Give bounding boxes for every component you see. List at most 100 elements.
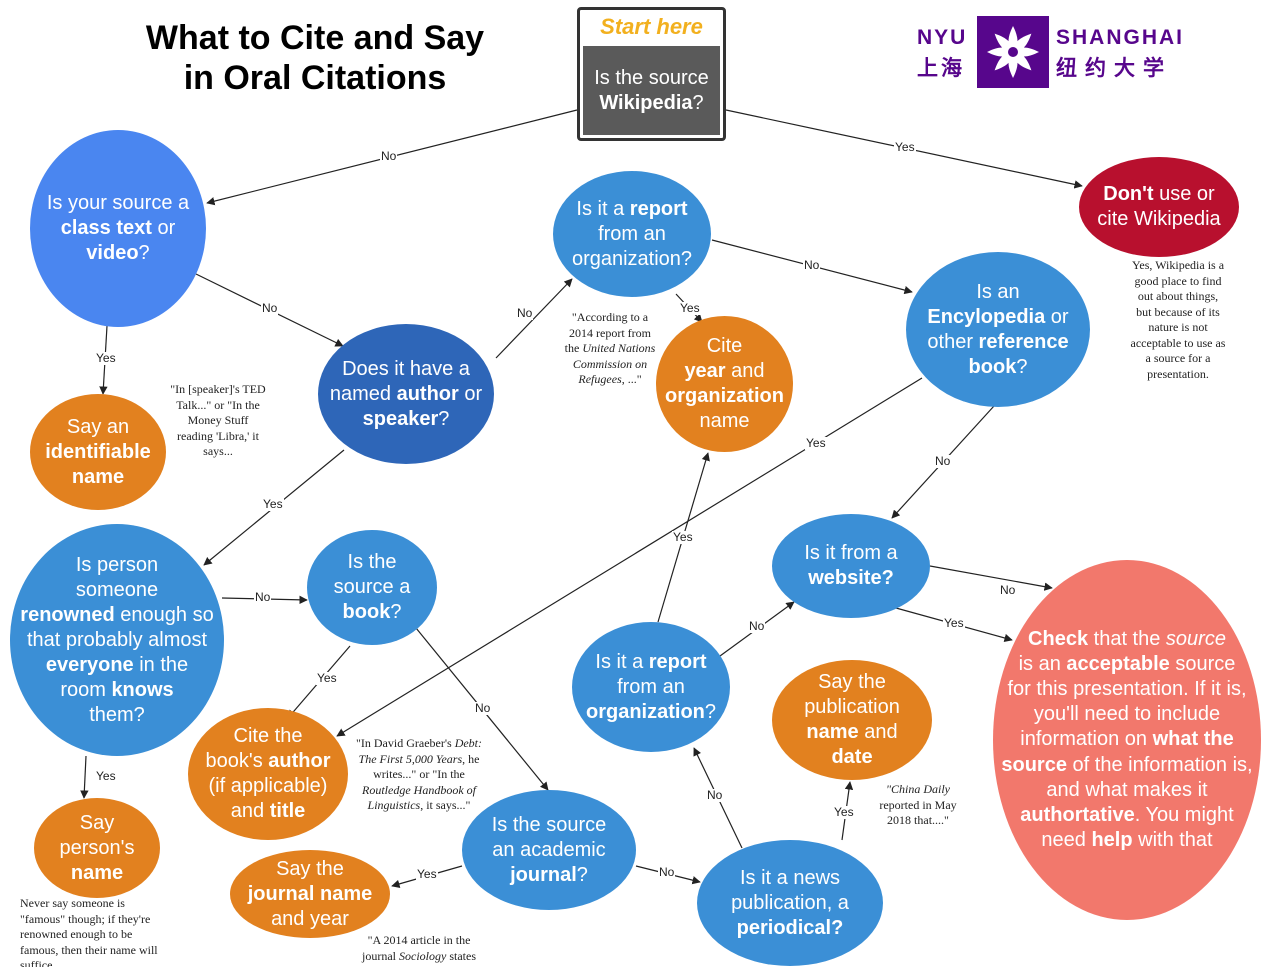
edge-label-no: No [254,590,272,604]
note-line: good place to find [1134,273,1222,288]
node-text: Say the [818,671,886,693]
note-line: says... [203,444,233,458]
note-china-daily: "China Daily reported in May 2018 that..… [866,782,970,829]
node-text: ? [138,242,150,264]
node-text: that the [1088,627,1166,650]
note-line: "According to a [571,310,649,324]
note-line: Yes, Wikipedia is a [1131,258,1225,272]
node-text: source [1169,652,1236,675]
node-text: Is an [976,280,1020,303]
edge-label-yes: Yes [894,140,916,154]
start-qmark: ? [692,91,704,114]
node-text-bold: reference [978,330,1069,353]
node-text: Say [79,811,115,834]
edge-label-no: No [380,149,398,163]
edge-label-yes: Yes [679,301,701,315]
edge-label-no: No [658,865,676,879]
node-text: Say an [66,415,130,438]
node-text: Cite the [233,725,303,747]
edge-label-yes: Yes [316,671,338,685]
note-line: writes..." or "In the [373,767,465,781]
node-text: you'll need to include [1033,703,1221,726]
note-line: states [446,948,476,963]
edge-label-yes: Yes [416,867,438,881]
node-text: is an [1018,652,1067,675]
node-text-bold: Don't [1103,183,1154,205]
connector-arrow [80,755,89,799]
node-text: Is it a [595,650,649,673]
note-line-italic: Routledge Handbook of [362,782,476,797]
node-text: and [858,721,898,743]
node-text-bold: journal name [247,882,373,905]
node-text: organization? [571,247,693,270]
note-line: 2014 report from [569,325,651,340]
node-text: from an [617,675,685,698]
note-line: 2018 that...." [887,813,949,827]
note-united-nations: "According to a 2014 report from the Uni… [552,310,668,388]
node-text: information on [1020,728,1153,751]
node-text: need [1041,829,1092,852]
node-text: and year [271,907,349,930]
note-line-italic: United Nations [582,341,656,355]
edge-label-yes: Yes [95,351,117,365]
note-line: renowned enough to be [20,927,133,941]
nyu-torch-flower-icon [977,16,1049,88]
node-text-bold: source [1001,753,1067,776]
node-text: publication [804,696,900,718]
node-text: an academic [492,838,606,861]
node-text: Is person [75,553,159,576]
note-line-italic: Refugees [578,372,622,386]
node-text: Is it a news [739,866,841,889]
node-text: Is the source [491,813,607,836]
node-text-bold: periodical? [736,916,844,939]
node-text-bold: date [831,746,873,768]
node-text: with that [1132,829,1213,852]
node-text-bold: author [396,382,459,405]
node-text: someone [75,578,159,601]
logo-nyu-chinese-text: 纽约大学 [1056,57,1172,80]
node-text: them? [89,703,145,726]
node-text: cite Wikipedia [1097,208,1221,230]
node-text: Is the [347,551,397,573]
note-line: acceptable to use as [1130,335,1226,350]
node-text: Is your source a [46,192,190,214]
edge-label-yes: Yes [95,769,117,783]
node-text-bold: year [684,360,726,382]
node-text-bold: Encylopedia [927,305,1046,328]
note-line: reading 'Libra,' it [177,428,259,443]
note-line: "In [speaker]'s TED [170,382,266,396]
logo-nyu-text: NYU [917,26,968,49]
node-text-bold: book [342,601,391,623]
node-text: of the information is, [1066,753,1253,776]
note-line: a source for a [1145,351,1211,365]
node-text: ? [438,407,450,430]
node-text: and [725,360,765,382]
node-text-bold: video [86,242,139,264]
edge-label-yes: Yes [943,616,965,630]
node-text-bold: name [70,861,124,884]
node-text: or [1045,305,1069,328]
node-text-bold: report [648,650,707,673]
title-line-2: in Oral Citations [183,59,447,97]
node-text: Does it have a [342,357,470,380]
note-line: Money Stuff [187,413,249,427]
node-text-bold: organization [585,700,705,723]
node-text-bold: book [968,355,1017,378]
node-text: or [151,217,176,239]
nyu-shanghai-logo: NYU 上海 SHANGHAI 纽约大学 [912,16,1197,88]
node-text-bold: everyone [45,653,134,676]
node-text: enough so [114,603,214,626]
note-line-italic: The First 5,000 Years [358,751,463,766]
